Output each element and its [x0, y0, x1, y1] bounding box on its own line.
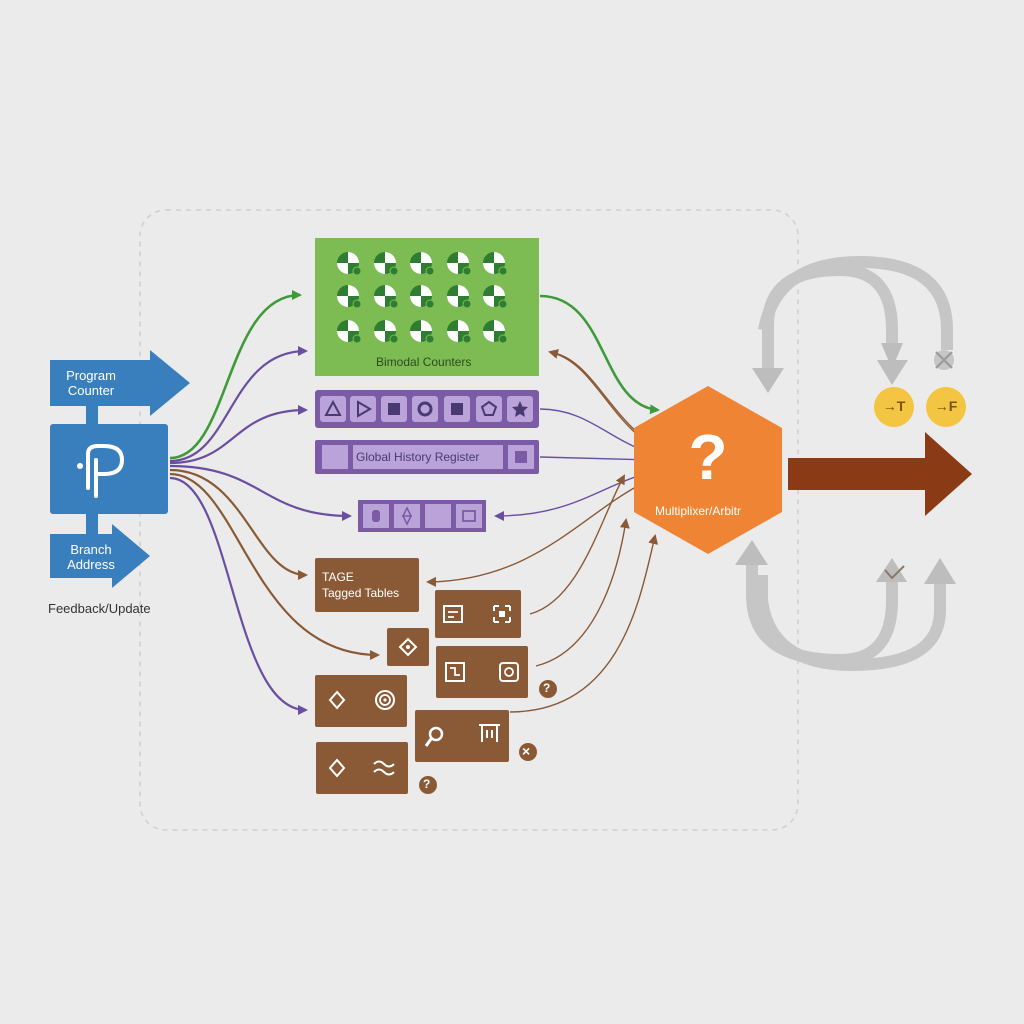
feedback-loops [746, 255, 953, 672]
pc-connector-bottom [86, 512, 98, 534]
tage-table-4 [315, 675, 407, 727]
mux-label: Multiplixer/Arbitr [655, 504, 742, 518]
not-taken-label: →F [934, 398, 958, 414]
branch-address-label: Branch Address [67, 542, 115, 572]
pointer-p-icon [77, 444, 125, 498]
not-taken-badge [926, 387, 966, 427]
pie-counter-slice [447, 252, 469, 274]
tage-table-2 [387, 628, 429, 666]
pie-counter-slice [337, 252, 359, 274]
check-icon [884, 565, 905, 580]
taken-label: →T [882, 398, 906, 414]
triangle-icon [324, 399, 342, 416]
pie-counter-slice [483, 252, 505, 274]
x-badge [519, 743, 537, 761]
program-counter-label: Program Counter [66, 368, 116, 398]
pentagon-icon [480, 400, 498, 416]
tage-label-line2: Tagged Tables [322, 586, 400, 600]
question-badge-2 [419, 776, 437, 794]
pie-counter-badge [389, 334, 399, 344]
index-cells [363, 504, 482, 528]
pie-counter-slice [374, 252, 396, 274]
pie-counter-badge [352, 334, 362, 344]
tage-table-3 [436, 646, 528, 698]
output-arrow [788, 432, 972, 516]
multiplexer-hexagon [634, 386, 782, 554]
square-icon [451, 403, 463, 415]
bimodal-label: Bimodal Counters [376, 355, 472, 369]
pie-counter-slice [337, 285, 359, 307]
loop-arrowhead-4 [876, 558, 907, 582]
pie-counter-badge [462, 299, 472, 309]
pie-counter-badge [352, 266, 362, 276]
shape-icon-row [320, 396, 533, 422]
play-icon [357, 400, 372, 418]
question-mark-label-1: ? [543, 681, 551, 695]
pie-counter-slice [447, 285, 469, 307]
pie-counter-badge [498, 266, 508, 276]
tage-table-1 [435, 590, 521, 638]
tage-table-5 [415, 710, 509, 762]
pie-counter-slice [337, 320, 359, 342]
pie-counter-slice [410, 285, 432, 307]
pie-counter-badge [352, 299, 362, 309]
dashed-frame [139, 209, 799, 831]
x-mark-label: × [522, 743, 531, 759]
pie-counter-badge [462, 266, 472, 276]
tage-label-block [315, 558, 419, 612]
branch-address-arrow [50, 524, 150, 588]
pie-counter-slice [483, 320, 505, 342]
circle-icon [417, 401, 433, 417]
question-mark-label-2: ? [423, 777, 431, 791]
loop-arrowhead-5 [924, 558, 956, 584]
pc-connectors [169, 290, 380, 715]
pie-counter-badge [389, 299, 399, 309]
pie-counter-slice [374, 285, 396, 307]
loop-arrowhead-3 [735, 540, 768, 565]
pie-counter-badge [498, 334, 508, 344]
pie-counter-slice [410, 320, 432, 342]
pie-counter-slice [483, 285, 505, 307]
bimodal-counter-grid [337, 252, 508, 344]
tage-label-line1: TAGE [322, 570, 354, 584]
pie-counter-badge [389, 266, 399, 276]
pc-connector-top [86, 406, 98, 426]
loop-arrowhead-2 [877, 360, 908, 385]
pie-counter-badge [425, 334, 435, 344]
taken-badge [874, 387, 914, 427]
shape-cell [476, 396, 502, 422]
tage-table-6 [316, 742, 408, 794]
shape-cell [412, 396, 438, 422]
pie-counter-slice [447, 320, 469, 342]
pie-counter-slice [410, 252, 432, 274]
pie-counter-badge [498, 299, 508, 309]
pie-counter-badge [462, 334, 472, 344]
mux-symbol: ? [688, 421, 728, 493]
program-counter-arrow [50, 350, 190, 416]
cross-icon [935, 351, 953, 369]
feedback-label: Feedback/Update [48, 601, 151, 616]
loop-arrowhead-1 [752, 368, 784, 393]
square-icon [388, 403, 400, 415]
star-icon [512, 401, 528, 417]
shape-cell [350, 396, 376, 422]
pie-counter-badge [425, 299, 435, 309]
question-badge-1 [539, 680, 557, 698]
pc-block [50, 424, 168, 514]
pie-counter-slice [374, 320, 396, 342]
ghr-cells [322, 445, 534, 469]
ghr-label: Global History Register [356, 450, 480, 464]
pie-counter-badge [425, 266, 435, 276]
